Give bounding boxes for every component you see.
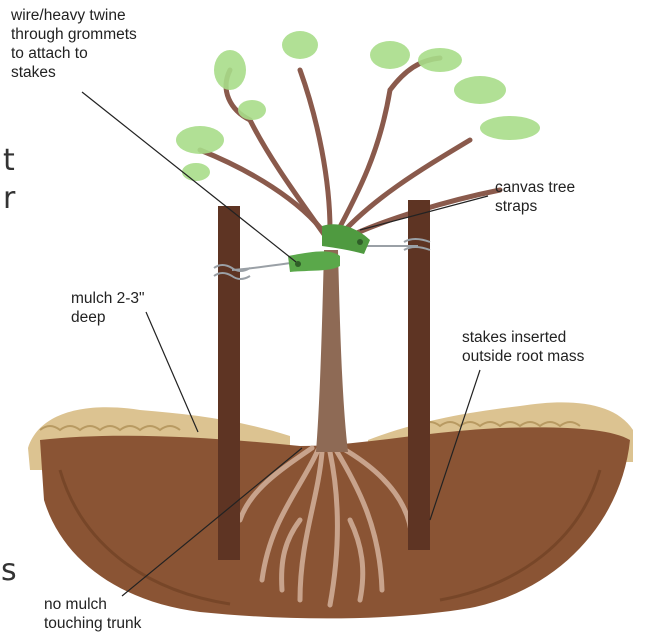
label-no-mulch-line1: no mulch [44,595,141,614]
label-straps-line2: straps [495,197,575,216]
left-stake [218,206,240,560]
label-wire-line3: to attach to [11,44,137,63]
label-no-mulch-line2: touching trunk [44,614,141,633]
leader-line-wire [82,92,296,262]
label-stakes-line2: outside root mass [462,347,584,366]
label-wire-line1: wire/heavy twine [11,6,137,25]
edge-fragment-bottom: s [1,556,17,586]
label-no-mulch: no mulch touching trunk [44,595,141,633]
edge-fragment-top: t [3,146,15,176]
edge-fragment-middle: r [3,184,15,214]
label-stakes: stakes inserted outside root mass [462,328,584,366]
label-mulch-depth-line1: mulch 2-3" [71,289,145,308]
label-straps: canvas tree straps [495,178,575,216]
label-wire-line2: through grommets [11,25,137,44]
canvas-straps [288,224,370,272]
label-stakes-line1: stakes inserted [462,328,584,347]
label-mulch-depth-line2: deep [71,308,145,327]
tree-trunk [316,250,348,452]
label-mulch-depth: mulch 2-3" deep [71,289,145,327]
label-straps-line1: canvas tree [495,178,575,197]
label-wire: wire/heavy twine through grommets to att… [11,6,137,82]
label-wire-line4: stakes [11,63,137,82]
tree-branches [200,58,500,242]
right-stake [408,200,430,550]
